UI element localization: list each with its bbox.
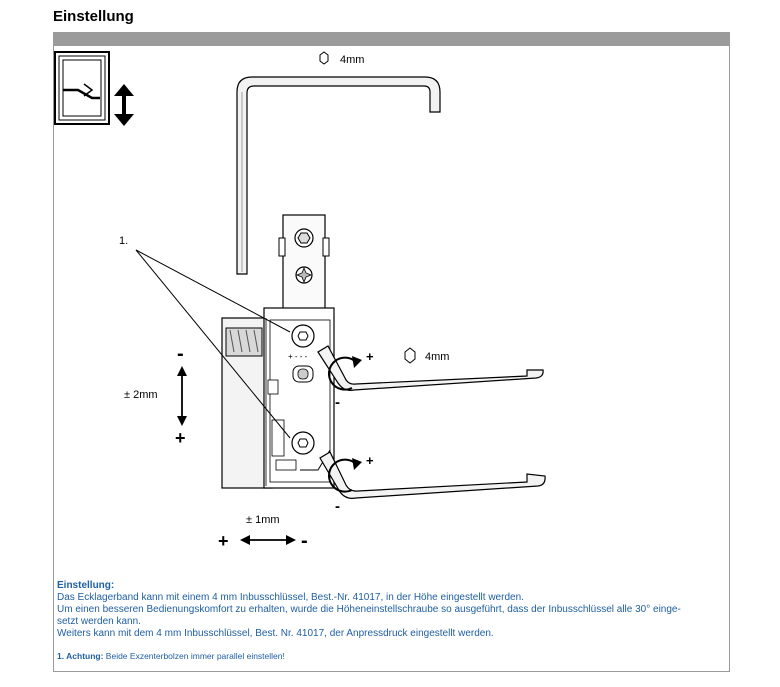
vertical-double-arrow-icon	[114, 84, 134, 126]
callout-number: 1.	[119, 235, 128, 247]
rotation-lower-minus: -	[335, 498, 340, 515]
horizontal-plus: +	[218, 531, 229, 551]
hexagon-icon	[404, 347, 416, 364]
horizontal-minus: -	[301, 530, 308, 552]
warning-note: 1. Achtung: Beide Exzenterbolzen immer p…	[57, 650, 722, 662]
description-text: Einstellung: Das Ecklagerband kann mit e…	[57, 580, 722, 662]
bolt-marking: + - - -	[288, 352, 308, 361]
warning-text: Beide Exzenterbolzen immer parallel eins…	[103, 651, 285, 661]
hinge-bracket	[278, 214, 330, 316]
rotation-arrow-icon	[328, 458, 362, 493]
rotation-upper-plus: +	[366, 349, 374, 364]
rotation-upper-minus: -	[335, 394, 340, 411]
horizontal-adjust-label: ± 1mm	[246, 514, 280, 526]
description-line-4: Weiters kann mit dem 4 mm Inbusschlüssel…	[57, 628, 494, 639]
page-title: Einstellung	[53, 8, 134, 25]
vertical-minus: -	[177, 343, 184, 365]
horizontal-adjust-arrow-icon	[240, 535, 296, 545]
callout-lines	[135, 249, 291, 439]
hinge-body	[221, 307, 335, 489]
description-heading: Einstellung:	[57, 580, 115, 591]
top-key-label: 4mm	[340, 54, 364, 66]
vertical-plus: +	[175, 428, 186, 448]
vertical-adjust-arrow-icon	[177, 366, 187, 426]
description-line-3: setzt werden kann.	[57, 616, 141, 627]
window-tilt-icon	[54, 51, 110, 125]
rotation-arrow-icon	[328, 356, 362, 391]
rotation-lower-plus: +	[366, 453, 374, 468]
vertical-adjust-label: ± 2mm	[124, 389, 158, 401]
content-frame	[53, 32, 730, 672]
right-key-label: 4mm	[425, 351, 449, 363]
hex-key-top	[236, 76, 441, 275]
description-line-1: Das Ecklagerband kann mit einem 4 mm Inb…	[57, 592, 524, 603]
header-bar	[53, 32, 730, 46]
warning-label: 1. Achtung:	[57, 651, 104, 661]
hexagon-icon	[319, 51, 329, 65]
hex-key-lower	[319, 451, 546, 499]
description-line-2: Um einen besseren Bedienungskomfort zu e…	[57, 604, 681, 615]
